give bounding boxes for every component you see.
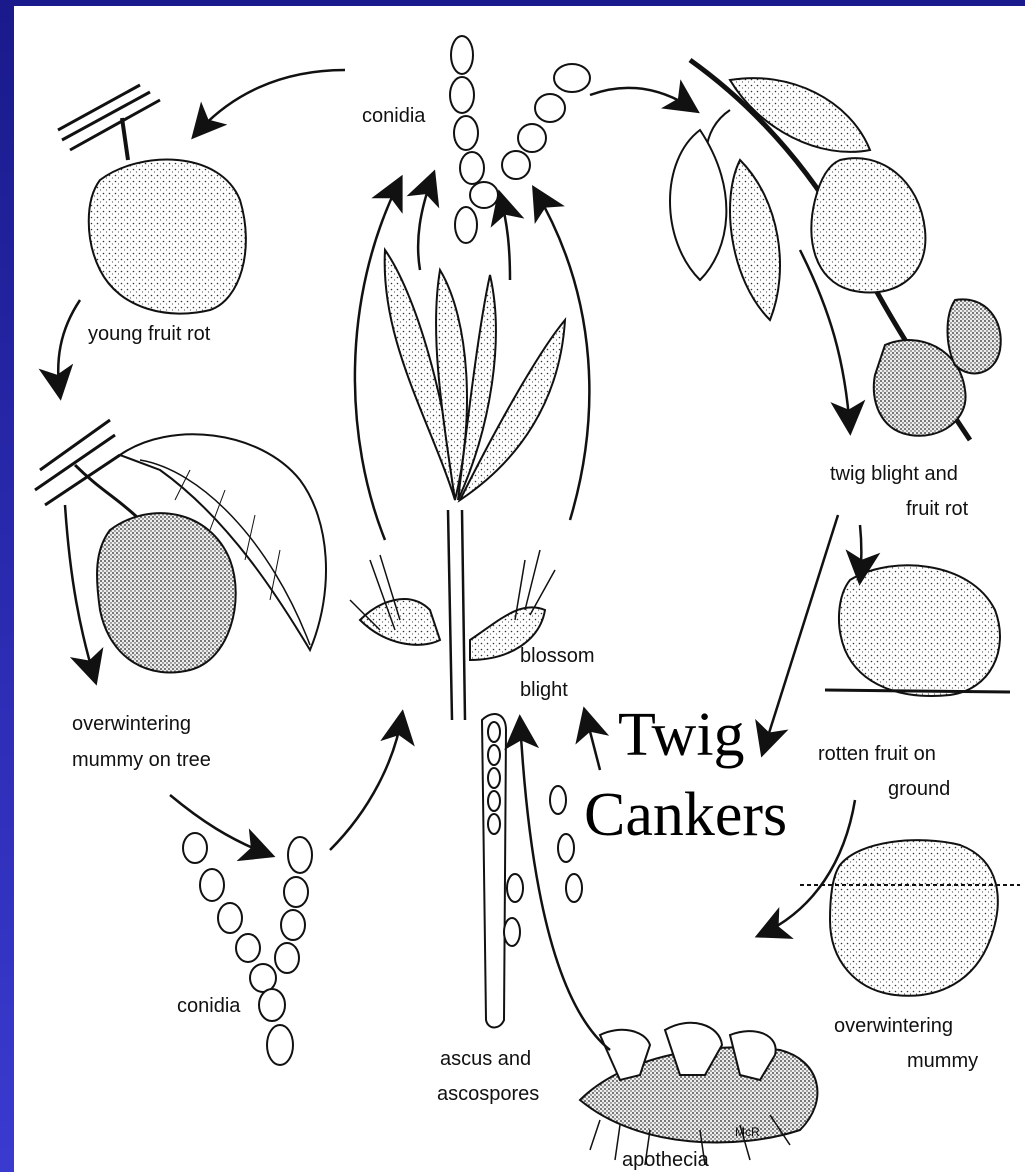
conidia-chain-top [450, 36, 590, 243]
arrow-conidia-to-branch [590, 88, 695, 110]
label-conidia-top: conidia [362, 104, 425, 128]
label-mummy-on-tree: mummy on tree [72, 748, 211, 772]
label-ascus-and: ascus and [440, 1047, 531, 1071]
arrow-leaf-to-conidia-2 [500, 195, 510, 280]
ascospores-illustration [504, 786, 582, 946]
label-rotten-fruit-on: rotten fruit on [818, 742, 936, 766]
annotation-twig: Twig [618, 702, 745, 768]
label-apothecia: apothecia [622, 1148, 709, 1172]
ascus-illustration [482, 714, 506, 1027]
label-ascospores: ascospores [437, 1082, 539, 1106]
label-fruit-rot: fruit rot [906, 497, 968, 521]
rotten-fruit-illustration [825, 565, 1010, 696]
label-blossom: blossom [520, 644, 594, 668]
label-ground: ground [888, 777, 950, 801]
conidia-chain-bottom [183, 833, 312, 1065]
arrow-cankers-to-blossom [585, 712, 600, 770]
arrow-mummy-to-overwinter [65, 505, 95, 680]
arrow-conidia-to-young-fruit [195, 70, 345, 135]
arrow-young-to-mummy [58, 300, 80, 395]
label-young-fruit-rot: young fruit rot [88, 322, 210, 346]
overwintering-mummy-illustration [800, 840, 1020, 996]
label-blight: blight [520, 678, 568, 702]
arrow-twig-blight-to-ground [860, 525, 862, 580]
label-overwintering-mummy-line1: overwintering [834, 1014, 953, 1038]
young-fruit-illustration [58, 85, 246, 314]
arrow-blossom-left-up [355, 180, 400, 540]
label-conidia-bottom: conidia [177, 994, 240, 1018]
artist-signature: McR [735, 1125, 760, 1139]
mummy-on-tree-illustration [35, 420, 326, 673]
arrow-apothecia-to-ascus [520, 720, 610, 1050]
label-twig-blight-and: twig blight and [830, 462, 958, 486]
label-mummy: mummy [907, 1049, 978, 1073]
apothecia-illustration [580, 1023, 817, 1165]
label-overwintering-line1: overwintering [72, 712, 191, 736]
arrow-leaf-to-conidia-1 [418, 175, 433, 270]
twig-blight-illustration [670, 60, 1001, 440]
annotation-cankers: Cankers [584, 782, 787, 848]
arrow-conidia-to-blossom [330, 715, 402, 850]
arrow-twig-to-cankers [763, 515, 838, 752]
